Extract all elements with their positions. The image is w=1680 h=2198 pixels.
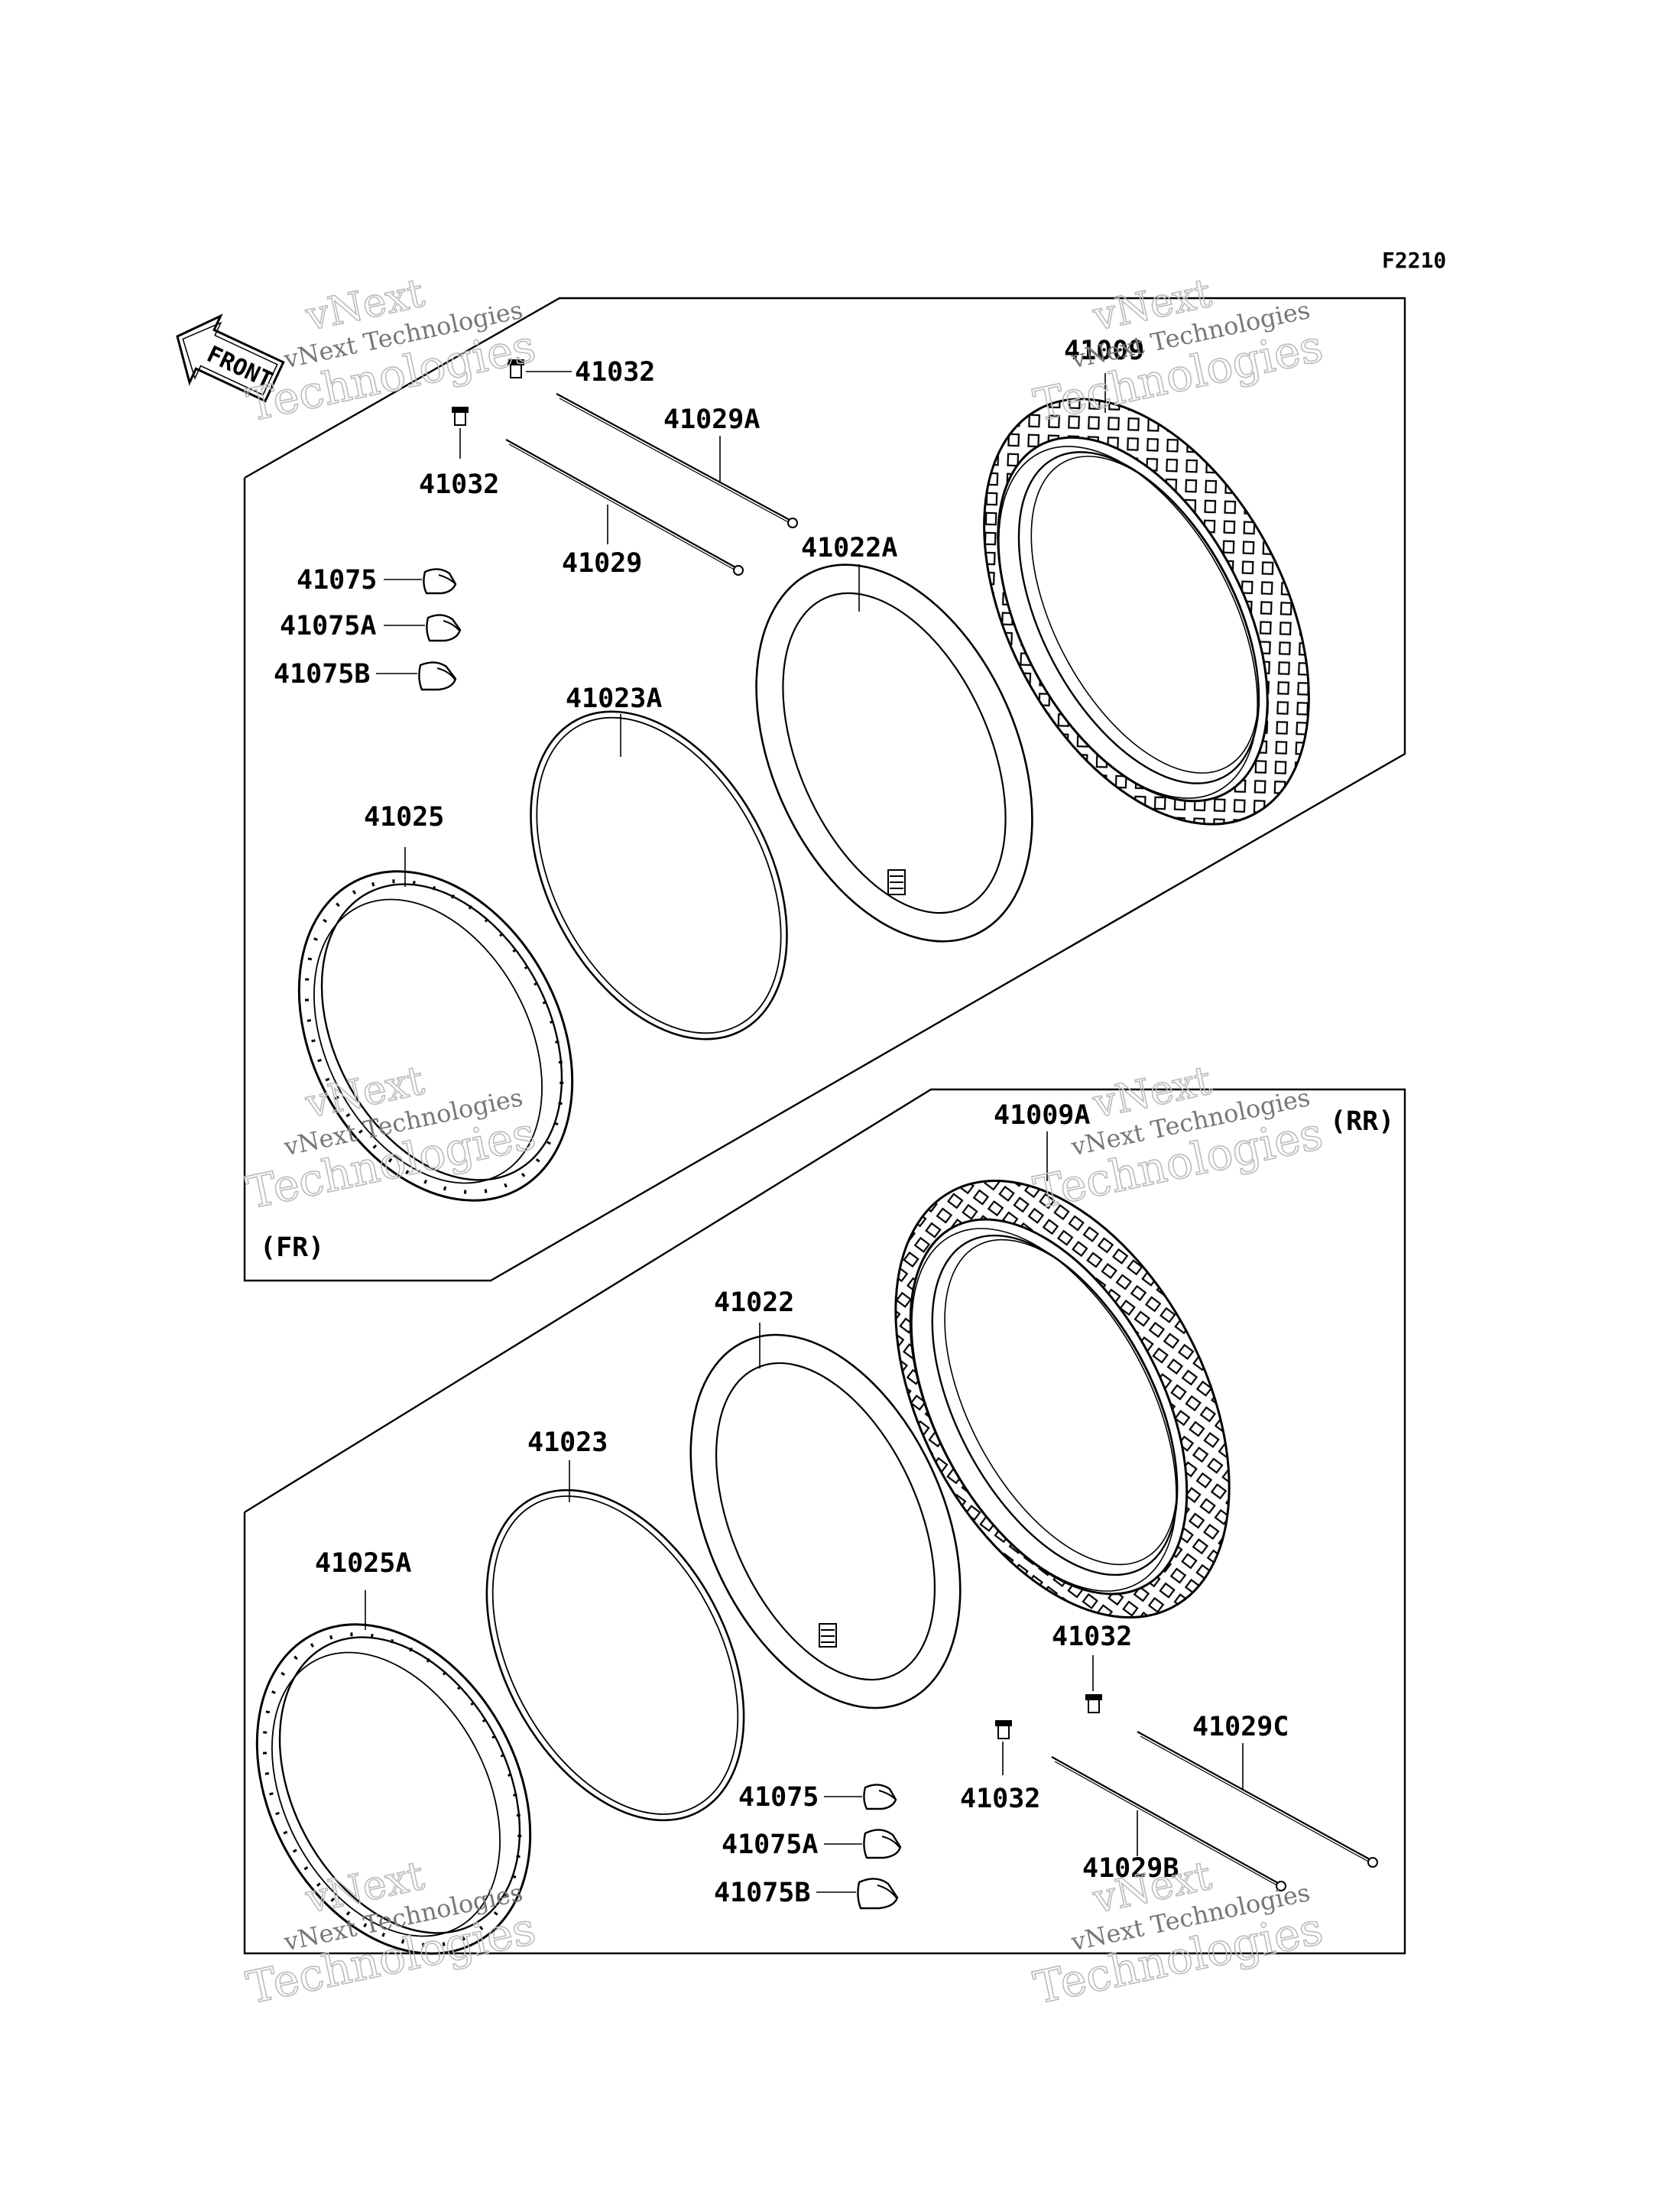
tube-icon: [689, 1323, 962, 1709]
part-label-41032-rear-b: 41032: [960, 1784, 1040, 1814]
spoke-nipple-icon: [508, 359, 572, 378]
spoke-icon: [1051, 1756, 1286, 1891]
part-label-41025: 41025: [364, 802, 444, 833]
rim-icon: [255, 1590, 532, 1955]
tire-icon: [894, 1131, 1231, 1618]
rear-wheel-panel: (RR) 41009A 41022 41023: [243, 1088, 1406, 1955]
watermark: vNext vNext Technologies Technologies: [1029, 270, 1328, 432]
spoke-nipple-icon: [995, 1720, 1012, 1775]
tire-icon: [983, 373, 1310, 826]
part-label-41029b: 41029B: [1082, 1853, 1179, 1884]
part-label-41025a: 41025A: [315, 1548, 411, 1579]
rim-band-icon: [530, 710, 788, 1041]
part-label-41032-b: 41032: [419, 469, 499, 500]
part-label-41032-rear-a: 41032: [1052, 1622, 1132, 1652]
watermark: vNext vNext Technologies Technologies: [242, 270, 540, 432]
section-label-front: (FR): [260, 1232, 324, 1263]
spoke-nipple-icon: [452, 407, 469, 459]
part-label-41029a: 41029A: [663, 404, 760, 435]
part-label-41029c: 41029C: [1192, 1712, 1289, 1742]
part-label-41022: 41022: [714, 1287, 794, 1318]
part-label-41009a: 41009A: [994, 1100, 1090, 1131]
part-label-41075a: 41075A: [280, 611, 376, 641]
weight-icon: [863, 1784, 897, 1810]
part-label-41023a: 41023A: [566, 683, 662, 714]
part-label-41029: 41029: [562, 548, 642, 579]
weight-icon: [426, 614, 462, 642]
weight-icon: [863, 1829, 902, 1859]
part-label-41075-rear: 41075: [738, 1782, 819, 1813]
rim-band-icon: [485, 1460, 745, 1822]
part-label-41075b: 41075B: [274, 659, 370, 690]
part-label-41075a-rear: 41075A: [722, 1830, 818, 1860]
part-label-41009: 41009: [1064, 336, 1144, 366]
part-label-41023: 41023: [527, 1427, 608, 1458]
weight-icon: [423, 568, 457, 595]
weight-icon: [418, 661, 457, 691]
part-label-41022a: 41022A: [801, 533, 897, 563]
weight-icon: [857, 1878, 899, 1910]
part-label-41075b-rear: 41075B: [714, 1878, 810, 1908]
section-label-rear: (RR): [1330, 1106, 1394, 1137]
tube-icon: [755, 563, 1033, 943]
diagram-code: F2210: [1382, 248, 1446, 273]
spoke-icon: [505, 439, 744, 576]
spoke-icon: [1137, 1731, 1378, 1868]
part-label-41032-a: 41032: [575, 357, 655, 388]
watermark: vNext vNext Technologies Technologies: [1029, 1852, 1328, 2015]
spoke-icon: [556, 393, 798, 528]
spoke-nipple-icon: [1085, 1655, 1102, 1713]
part-label-41075: 41075: [297, 565, 377, 596]
front-wheel-panel: 41032 41032 41029A 41029 41075: [243, 297, 1406, 1282]
rim-icon: [297, 847, 574, 1202]
